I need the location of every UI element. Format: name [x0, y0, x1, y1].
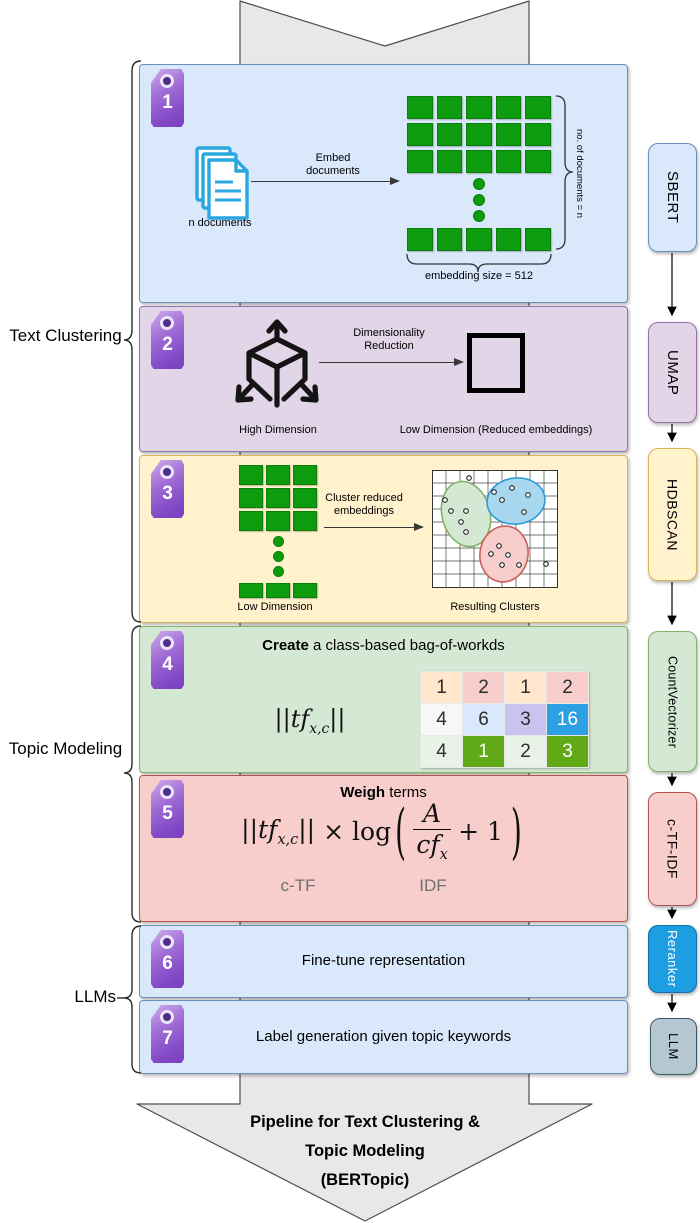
ctf-underlabel: c-TF [280, 876, 316, 895]
tf-norm-formula: ||tfx,c|| [274, 705, 346, 737]
step3-number: 3 [162, 483, 173, 504]
ctfidf-formula: ||tfx,c|| × log ( A cfx + 1 ) [241, 796, 522, 868]
clusters-figure [432, 470, 558, 588]
step3-tag: 3 [151, 460, 184, 518]
table-row: 4 6 3 16 [420, 703, 589, 736]
idf-underlabel: IDF [419, 876, 447, 895]
ellipsis-dots [239, 536, 317, 577]
step5-ctfidf-box: 5 Weigh terms ||tfx,c|| × log ( A cfx + … [139, 775, 628, 922]
cols-caption: embedding size = 512 [425, 270, 533, 282]
embedding-matrix [407, 96, 551, 255]
reduced-matrix [239, 465, 317, 602]
low-dimension-caption: Low Dimension [237, 601, 313, 613]
pipeline-node-umap: UMAP [648, 322, 697, 423]
tag-hole-icon [160, 74, 174, 88]
blue-cluster-blob [486, 477, 546, 525]
pipeline-caption: Pipeline for Text Clustering & Topic Mod… [250, 1113, 480, 1189]
cluster-arrow-label: Cluster reduced embeddings [325, 492, 403, 517]
step6-number: 6 [162, 953, 173, 974]
dimred-arrow [319, 357, 464, 366]
step6-tag: 6 [151, 930, 184, 988]
step2-dimred-box: 2 High Dimension Dimensionality Reductio [139, 306, 628, 452]
cluster-arrow [324, 522, 424, 531]
pipeline-node-llm: LLM [650, 1018, 697, 1075]
group-label-topic-modeling: Topic Modeling [8, 739, 123, 758]
step5-tag: 5 [151, 780, 184, 838]
low-dimension-square [467, 333, 525, 393]
pipeline-node-ctfidf: c-TF-IDF [648, 792, 697, 906]
tag-hole-icon [160, 785, 174, 799]
tag-hole-icon [160, 935, 174, 949]
pipeline-node-hdbscan: HDBSCAN [648, 448, 697, 581]
step7-text: Label generation given topic keywords [255, 1028, 512, 1045]
step5-title: Weigh terms [340, 784, 427, 801]
tag-hole-icon [160, 316, 174, 330]
low-dimension-caption: Low Dimension (Reduced embeddings) [399, 424, 593, 436]
resulting-clusters-caption: Resulting Clusters [450, 601, 540, 613]
step3-cluster-box: 3 Low Dimension Cluster reduced embeddin… [139, 455, 628, 623]
embed-arrow-label: Embed documents [306, 152, 360, 177]
step7-labelgen-box: 7 Label generation given topic keywords [139, 1000, 628, 1074]
tag-hole-icon [160, 636, 174, 650]
tag-hole-icon [160, 1010, 174, 1024]
pipeline-node-reranker: Reranker [648, 925, 697, 993]
pipeline-node-sbert: SBERT [648, 143, 697, 252]
step6-finetune-box: 6 Fine-tune representation [139, 925, 628, 998]
step4-title: Create a class-based bag-of-workds [262, 637, 505, 654]
fraction: A cfx [413, 800, 452, 863]
step4-number: 4 [162, 654, 173, 675]
step2-tag: 2 [151, 311, 184, 369]
matrix-braces [406, 95, 574, 273]
step6-text: Fine-tune representation [301, 952, 466, 969]
embed-arrow [251, 176, 400, 185]
rows-caption: no. of documents = n [574, 128, 585, 218]
step1-number: 1 [162, 92, 173, 113]
pipeline-node-countvectorizer: CountVectorizer [648, 631, 697, 772]
step4-tag: 4 [151, 631, 184, 689]
step2-number: 2 [162, 334, 173, 355]
step1-tag: 1 [151, 69, 184, 127]
step7-tag: 7 [151, 1005, 184, 1063]
table-row: 4 1 2 3 [420, 735, 589, 768]
high-dimension-caption: High Dimension [239, 424, 317, 436]
step1-embedding-box: 1 n documents Embed documents [139, 64, 628, 303]
bow-frequency-table: 1 2 1 2 4 6 3 16 4 1 2 3 [420, 671, 589, 768]
table-row: 1 2 1 2 [420, 671, 589, 704]
documents-icon [195, 146, 249, 220]
step5-number: 5 [162, 803, 173, 824]
dimred-arrow-label: Dimensionality Reduction [353, 327, 425, 352]
docs-caption: n documents [188, 217, 252, 229]
cube-axes-icon [235, 319, 319, 408]
ellipsis-dots [407, 178, 551, 222]
tag-hole-icon [160, 465, 174, 479]
step4-bow-box: 4 Create a class-based bag-of-workds ||t… [139, 626, 628, 773]
group-label-text-clustering: Text Clustering [9, 326, 122, 345]
pink-cluster-blob [479, 525, 529, 583]
step7-number: 7 [162, 1028, 173, 1049]
group-label-llms: LLMs [74, 987, 116, 1006]
